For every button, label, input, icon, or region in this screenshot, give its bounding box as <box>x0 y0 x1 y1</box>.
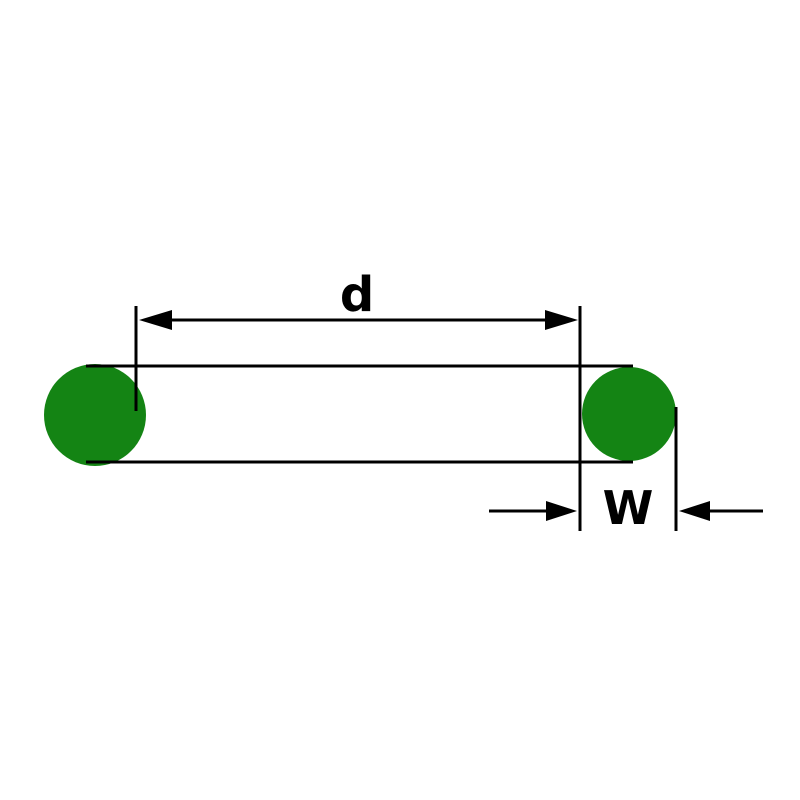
d-dimension-arrowhead-left <box>139 310 172 330</box>
oring-cross-section-left-circle <box>44 364 146 466</box>
inner-diameter-label: d <box>340 267 374 323</box>
w-dimension-arrowhead-right <box>679 501 710 521</box>
d-dimension-arrowhead-right <box>545 310 578 330</box>
oring-cross-section-right-circle <box>582 367 676 461</box>
w-dimension-arrowhead-left <box>546 501 577 521</box>
cross-section-width-label: W <box>603 481 654 535</box>
